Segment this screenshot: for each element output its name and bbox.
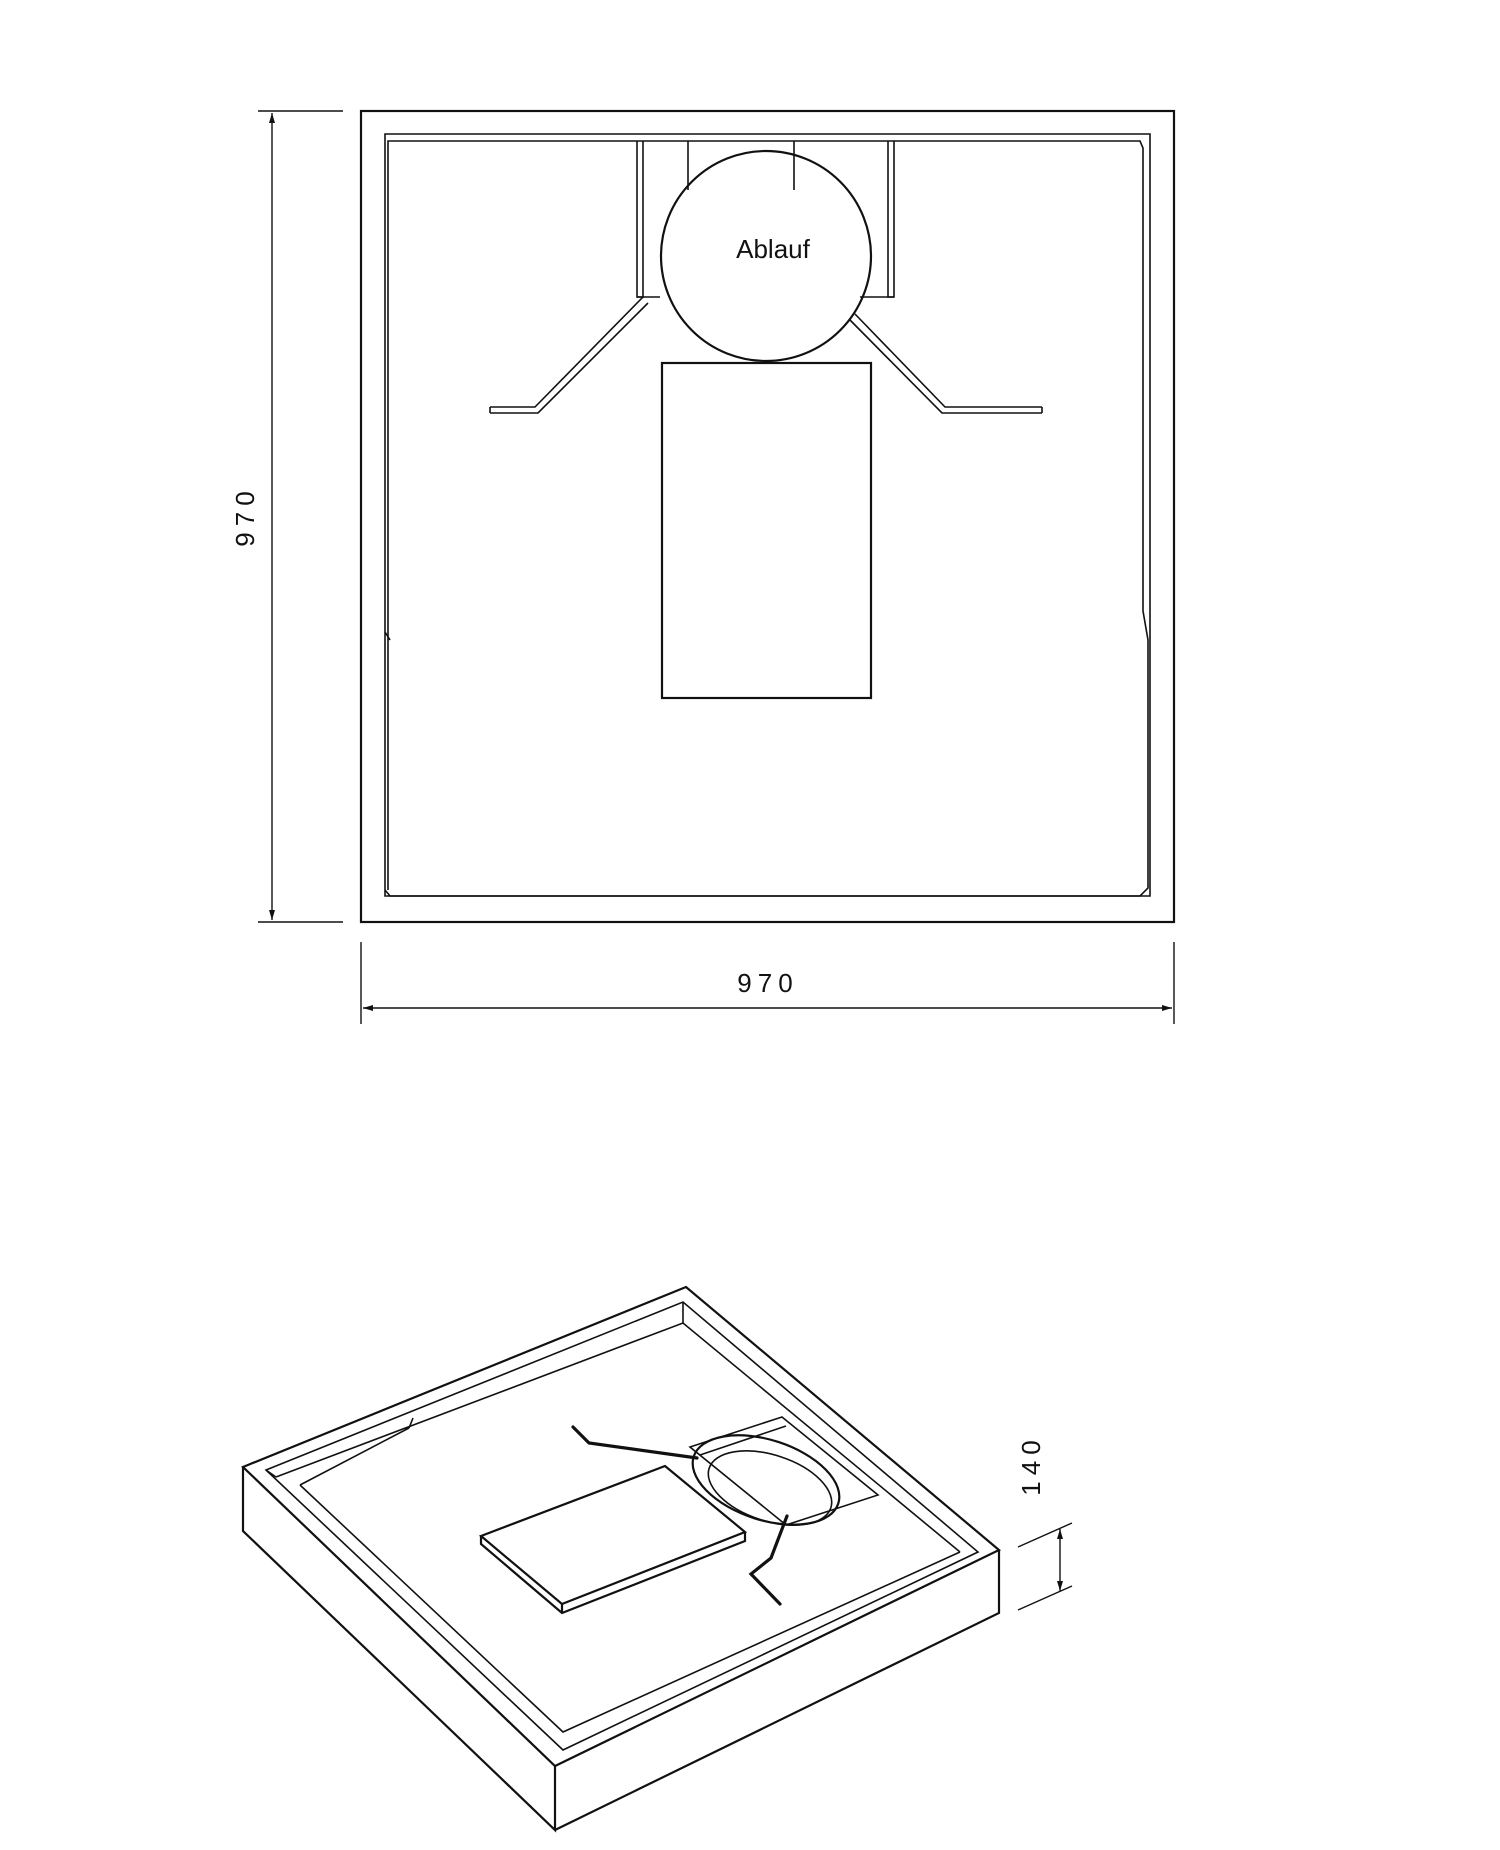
- width-dimension-label: 970: [737, 968, 798, 998]
- width-dimension: 970: [360, 942, 1175, 1024]
- tray-inner-rim-2: [384, 140, 1149, 897]
- drain-circle: [659, 149, 873, 363]
- iso-drain-ring: [691, 1434, 841, 1526]
- depth-dimension-label: 970: [230, 485, 260, 546]
- drain-channel-left: [636, 141, 644, 298]
- iso-center-panel-edge: [479, 1532, 747, 1615]
- iso-side-right: [554, 1550, 1001, 1831]
- iso-groove-front: [748, 1514, 789, 1606]
- iso-floor-step: [265, 1302, 684, 1478]
- iso-side-left: [241, 1467, 557, 1833]
- iso-center-panel: [478, 1464, 748, 1606]
- drain-channel-right: [887, 141, 895, 298]
- iso-groove-back-left: [571, 1425, 699, 1460]
- groove-left: [490, 296, 649, 414]
- height-dimension: 140: [1016, 1434, 1073, 1611]
- plan-view: Ablauf: [359, 109, 1176, 924]
- tray-outer-outline: [359, 109, 1176, 924]
- height-dimension-label: 140: [1016, 1434, 1046, 1495]
- center-panel: [660, 361, 873, 700]
- iso-view: [241, 1285, 1002, 1833]
- drain-channel-top: [687, 141, 795, 190]
- iso-drain-hole: [707, 1450, 833, 1526]
- iso-channel: [688, 1416, 880, 1526]
- groove-right: [849, 313, 1042, 414]
- depth-dimension: 970: [230, 110, 343, 923]
- drain-label: Ablauf: [736, 234, 810, 264]
- iso-outer-top: [241, 1285, 1002, 1768]
- iso-inner-floor: [275, 1322, 961, 1733]
- rim-step-left: [384, 631, 391, 641]
- iso-inner-rim: [264, 1301, 980, 1751]
